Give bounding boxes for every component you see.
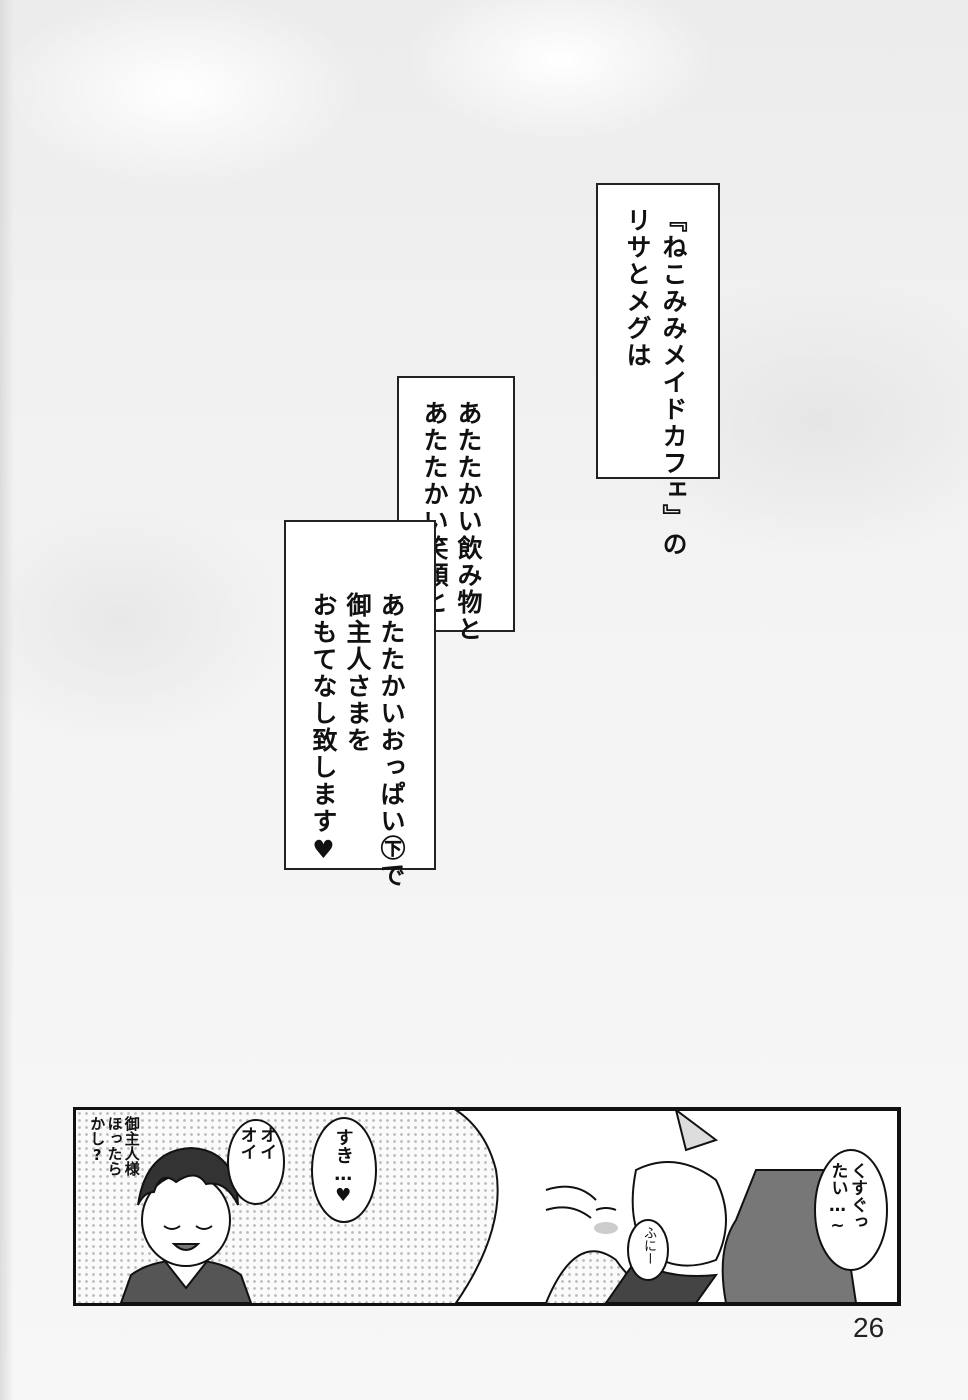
kusuguttai-text: くすぐっ たい…~ — [827, 1162, 868, 1236]
panel-illustration — [119, 1110, 898, 1303]
sound-effect-text: ふにー — [640, 1226, 656, 1265]
speech-bubble-suki — [311, 1117, 377, 1223]
narration-line: あたたかいおっぱい㊦で — [377, 592, 406, 889]
speech-bubble-oi — [227, 1119, 285, 1205]
narration-line: リサとメグは — [623, 207, 652, 369]
kusuguttai-line: くすぐっ — [847, 1162, 868, 1230]
narration-line: おもてなし致します♥ — [309, 592, 338, 866]
manga-panel: 御主人様 ほったら かし? オイ オイ すき…♥ くすぐっ たい…~ ふにー — [73, 1107, 901, 1306]
oi-line: オイ — [256, 1126, 277, 1160]
side-note-line: かし? — [88, 1116, 107, 1164]
narration-box-service: あたたかいおっぱい㊦で 御主人さまを おもてなし致します♥ — [284, 520, 436, 889]
side-note-line: 御主人様 — [122, 1116, 141, 1176]
narration-line: 『ねこみみメイドカフェ』の — [659, 207, 688, 558]
oi-line: オイ — [236, 1126, 257, 1160]
girl-figure — [454, 1110, 898, 1303]
kusuguttai-line: たい…~ — [827, 1162, 848, 1236]
page-edge-shadow — [0, 0, 14, 1400]
side-note-line: ほったら — [105, 1116, 124, 1176]
narration-line: あたたかい飲み物と — [454, 400, 483, 643]
speech-bubble-kusuguttai — [814, 1149, 888, 1271]
sound-effect-bubble — [627, 1219, 669, 1281]
suki-text: すき…♥ — [332, 1128, 354, 1206]
side-note-text: 御主人様 ほったら かし? — [88, 1116, 141, 1176]
suki-line: すき…♥ — [332, 1128, 354, 1206]
narration-box-intro: 『ねこみみメイドカフェ』の リサとメグは — [596, 183, 720, 558]
narration-line: 御主人さまを — [343, 592, 372, 754]
boy-figure — [119, 1146, 253, 1303]
page-number: 26 — [853, 1312, 885, 1343]
oi-text: オイ オイ — [236, 1126, 277, 1160]
